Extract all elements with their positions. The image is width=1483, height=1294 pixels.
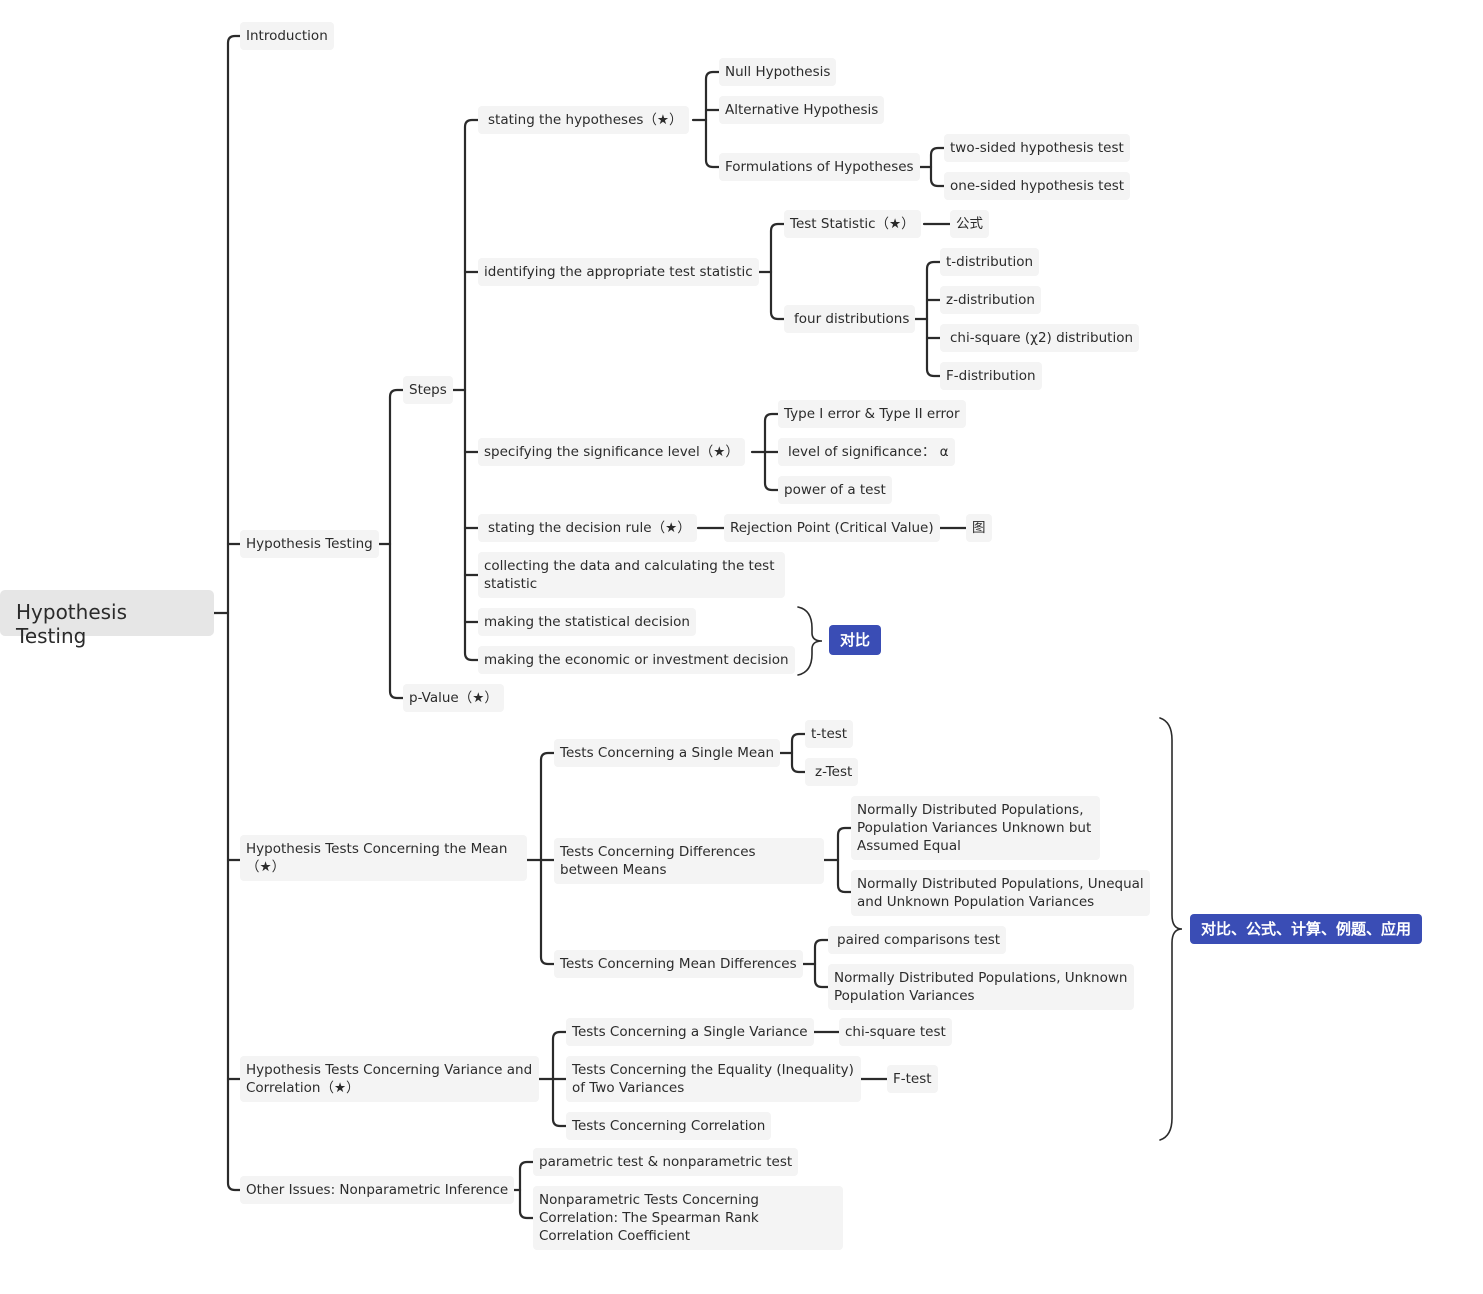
summary-tag[interactable]: 对比、公式、计算、例题、应用 bbox=[1190, 914, 1423, 944]
node-unknown-variances[interactable]: Normally Distributed Populations, Unknow… bbox=[828, 964, 1134, 1010]
node-t-distribution[interactable]: t-distribution bbox=[940, 248, 1040, 276]
node-one-sided[interactable]: one-sided hypothesis test bbox=[944, 172, 1131, 200]
node-formulations[interactable]: Formulations of Hypotheses bbox=[719, 153, 920, 181]
node-chi-square-distribution[interactable]: chi-square (χ2) distribution bbox=[940, 324, 1140, 352]
node-f-test[interactable]: F-test bbox=[887, 1065, 938, 1093]
node-collecting-data[interactable]: collecting the data and calculating the … bbox=[478, 552, 785, 598]
node-parametric-nonparametric[interactable]: parametric test & nonparametric test bbox=[533, 1148, 799, 1176]
compare-tag[interactable]: 对比 bbox=[829, 625, 882, 655]
node-correlation-tests[interactable]: Tests Concerning Correlation bbox=[566, 1112, 772, 1140]
node-t-test[interactable]: t-test bbox=[805, 720, 854, 748]
node-chi-square-test[interactable]: chi-square test bbox=[839, 1018, 952, 1046]
node-f-distribution[interactable]: F-distribution bbox=[940, 362, 1042, 390]
node-stating-hypotheses[interactable]: stating the hypotheses（★） bbox=[478, 106, 689, 134]
node-p-value[interactable]: p-Value（★） bbox=[403, 684, 504, 712]
node-single-mean[interactable]: Tests Concerning a Single Mean bbox=[554, 739, 781, 767]
node-statistical-decision[interactable]: making the statistical decision bbox=[478, 608, 696, 636]
node-equality-variances[interactable]: Tests Concerning the Equality (Inequalit… bbox=[566, 1056, 861, 1102]
node-spearman[interactable]: Nonparametric Tests Concerning Correlati… bbox=[533, 1186, 843, 1250]
node-mean-differences[interactable]: Tests Concerning Mean Differences bbox=[554, 950, 803, 978]
node-two-sided[interactable]: two-sided hypothesis test bbox=[944, 134, 1130, 162]
node-level-of-significance[interactable]: level of significance： α bbox=[778, 438, 955, 466]
node-z-distribution[interactable]: z-distribution bbox=[940, 286, 1041, 314]
root-node[interactable]: Hypothesis Testing bbox=[0, 590, 214, 648]
node-variance-tests[interactable]: Hypothesis Tests Concerning Variance and… bbox=[240, 1056, 539, 1102]
node-mean-tests[interactable]: Hypothesis Tests Concerning the Mean（★） bbox=[240, 835, 527, 881]
node-identifying-statistic[interactable]: identifying the appropriate test statist… bbox=[478, 258, 759, 286]
node-test-statistic[interactable]: Test Statistic（★） bbox=[784, 210, 921, 238]
node-differences-between-means[interactable]: Tests Concerning Differences between Mea… bbox=[554, 838, 824, 884]
node-power-of-test[interactable]: power of a test bbox=[778, 476, 892, 504]
node-paired-comparisons[interactable]: paired comparisons test bbox=[828, 926, 1007, 954]
node-alternative-hypothesis[interactable]: Alternative Hypothesis bbox=[719, 96, 885, 124]
node-null-hypothesis[interactable]: Null Hypothesis bbox=[719, 58, 837, 86]
node-economic-decision[interactable]: making the economic or investment decisi… bbox=[478, 646, 795, 674]
node-single-variance[interactable]: Tests Concerning a Single Variance bbox=[566, 1018, 814, 1046]
node-decision-rule[interactable]: stating the decision rule（★） bbox=[478, 514, 697, 542]
node-four-distributions[interactable]: four distributions bbox=[784, 305, 916, 333]
node-rejection-point[interactable]: Rejection Point (Critical Value) bbox=[724, 514, 940, 542]
node-significance-level[interactable]: specifying the significance level（★） bbox=[478, 438, 745, 466]
node-other-issues[interactable]: Other Issues: Nonparametric Inference bbox=[240, 1176, 515, 1204]
node-z-test[interactable]: z-Test bbox=[805, 758, 859, 786]
node-hypothesis-testing[interactable]: Hypothesis Testing bbox=[240, 530, 379, 558]
node-type-errors[interactable]: Type I error & Type II error bbox=[778, 400, 966, 428]
node-equal-variances[interactable]: Normally Distributed Populations, Popula… bbox=[851, 796, 1100, 860]
node-figure[interactable]: 图 bbox=[966, 514, 992, 542]
node-unequal-variances[interactable]: Normally Distributed Populations, Unequa… bbox=[851, 870, 1150, 916]
node-formula[interactable]: 公式 bbox=[950, 210, 989, 238]
node-introduction[interactable]: Introduction bbox=[240, 22, 334, 50]
node-steps[interactable]: Steps bbox=[403, 376, 453, 404]
